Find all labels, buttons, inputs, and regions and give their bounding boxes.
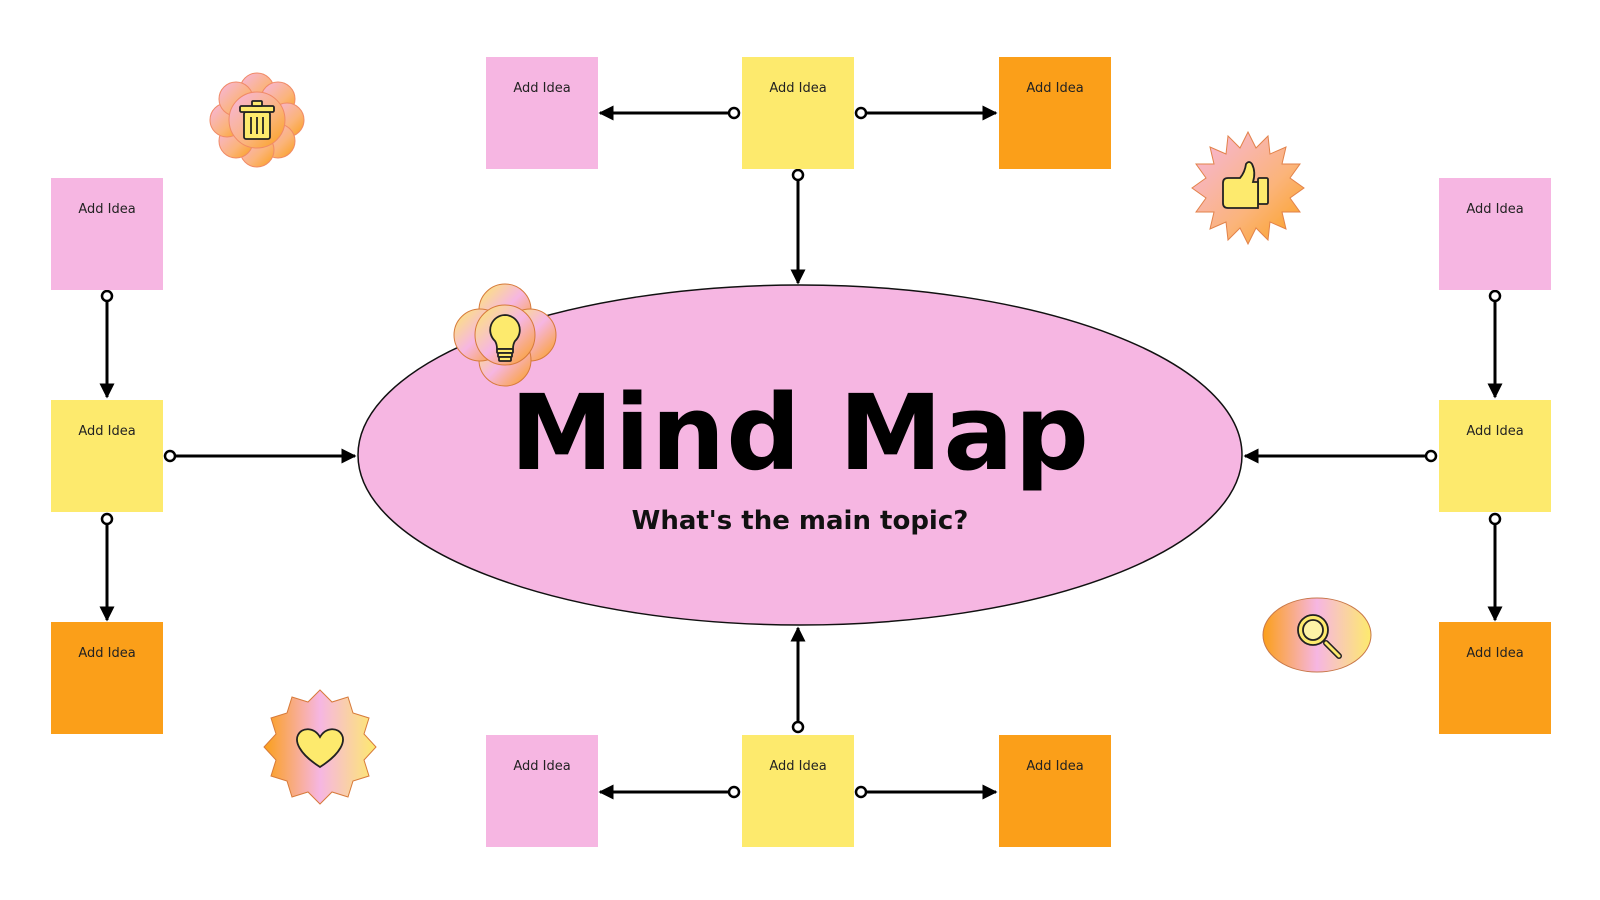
connector-handle[interactable] — [100, 289, 114, 303]
heart-icon — [263, 689, 377, 805]
connector-handle[interactable] — [854, 785, 868, 799]
connector-handle[interactable] — [854, 106, 868, 120]
connector-handle[interactable] — [1424, 449, 1438, 463]
idea-note-left-top[interactable]: Add Idea — [51, 178, 163, 290]
connector-handle[interactable] — [100, 512, 114, 526]
connector-handle[interactable] — [163, 449, 177, 463]
idea-note-top-center[interactable]: Add Idea — [742, 57, 854, 169]
idea-note-right-top[interactable]: Add Idea — [1439, 178, 1551, 290]
connector-handle[interactable] — [727, 106, 741, 120]
idea-note-top-right[interactable]: Add Idea — [999, 57, 1111, 169]
idea-note-right-middle[interactable]: Add Idea — [1439, 400, 1551, 512]
idea-note-bottom-center[interactable]: Add Idea — [742, 735, 854, 847]
central-topic-ellipse[interactable] — [357, 284, 1243, 626]
idea-note-bottom-left[interactable]: Add Idea — [486, 735, 598, 847]
idea-note-right-bottom[interactable]: Add Idea — [1439, 622, 1551, 734]
connector-handle[interactable] — [791, 720, 805, 734]
magnifier-icon — [1262, 597, 1372, 673]
idea-note-top-left[interactable]: Add Idea — [486, 57, 598, 169]
idea-note-bottom-right[interactable]: Add Idea — [999, 735, 1111, 847]
connector-handle[interactable] — [791, 168, 805, 182]
connector-handle[interactable] — [1488, 512, 1502, 526]
idea-note-left-bottom[interactable]: Add Idea — [51, 622, 163, 734]
connector-handle[interactable] — [1488, 289, 1502, 303]
trash-icon — [209, 72, 305, 168]
idea-note-left-middle[interactable]: Add Idea — [51, 400, 163, 512]
lightbulb-icon — [453, 283, 557, 387]
thumbs-up-icon — [1191, 130, 1305, 246]
connector-handle[interactable] — [727, 785, 741, 799]
